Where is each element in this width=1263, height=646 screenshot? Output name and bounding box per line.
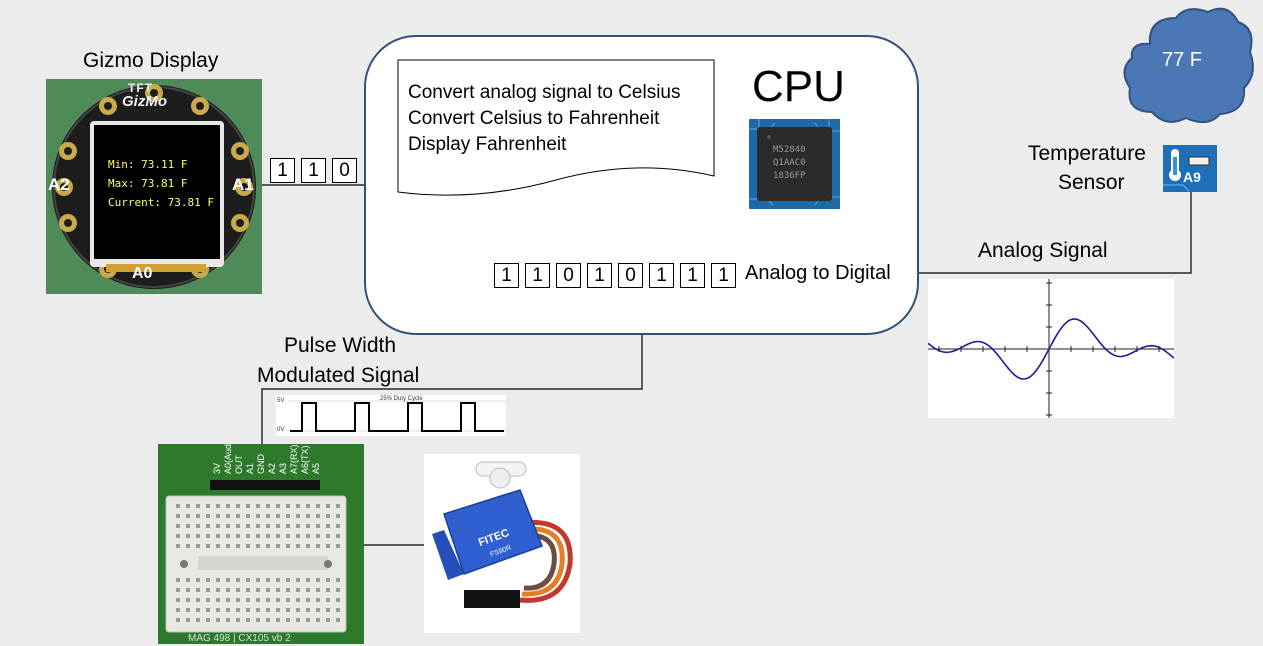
instruction-line: Convert Celsius to Fahrenheit bbox=[408, 108, 660, 129]
instruction-document-shape bbox=[397, 59, 715, 196]
breadboard-photo: 3V A0(Audio) OUT A1 GND A2 A3 A7(RX) A6(… bbox=[158, 444, 364, 644]
adc-label: Analog to Digital bbox=[745, 262, 891, 284]
pin-label: A0(Audio) bbox=[223, 444, 233, 474]
cpu-chip-photo: M52840 Q1AAC0 1836FP bbox=[749, 119, 840, 209]
pin-label: A3 bbox=[278, 462, 288, 474]
analog-signal-line bbox=[919, 192, 1192, 274]
pwm-y-high: 5V bbox=[277, 398, 285, 404]
gizmo-screen-text: Min: 73.11 F Max: 73.81 F Current: 73.81… bbox=[108, 155, 214, 212]
servo-photo: FITEC FS90R bbox=[424, 454, 580, 633]
display-bit: 1 bbox=[301, 158, 326, 183]
gizmo-screen-line-current: Current: 73.81 F bbox=[108, 196, 214, 209]
servo-graphic bbox=[432, 461, 573, 608]
gizmo-pad-label-right: A1 bbox=[232, 175, 254, 194]
gizmo-screen-line-min: Min: 73.11 F bbox=[108, 158, 188, 171]
pin-label: A1 bbox=[245, 462, 255, 474]
instruction-line: Convert analog signal to Celsius bbox=[408, 82, 681, 103]
cpu-chip-text: M52840 Q1AAC0 1836FP bbox=[773, 144, 806, 183]
pwm-waveform bbox=[290, 402, 504, 432]
adc-bit: 1 bbox=[711, 263, 736, 288]
breadboard-pin-labels: 3V A0(Audio) OUT A1 GND A2 A3 A7(RX) A6(… bbox=[210, 444, 322, 478]
temperature-cloud bbox=[1123, 7, 1254, 124]
analog-waveform-plot bbox=[927, 279, 1175, 418]
adc-bit: 0 bbox=[618, 263, 643, 288]
adc-bit: 0 bbox=[556, 263, 581, 288]
pin-label: A6(TX) bbox=[300, 445, 310, 474]
pin-label: 3V bbox=[212, 462, 222, 474]
sensor-label-line2: Sensor bbox=[1058, 171, 1125, 194]
pwm-chart-title: 25% Duty Cycle bbox=[380, 396, 423, 402]
breadboard-footer: MAG 498 | CX105 vb 2 bbox=[188, 633, 291, 644]
gizmo-board-graphic bbox=[46, 79, 262, 294]
pin-label: A2 bbox=[267, 462, 277, 474]
adc-bit: 1 bbox=[649, 263, 674, 288]
display-bit: 1 bbox=[270, 158, 295, 183]
instruction-line: Display Fahrenheit bbox=[408, 134, 567, 155]
gizmo-screen-line-max: Max: 73.81 F bbox=[108, 177, 188, 190]
sensor-photo: A9 bbox=[1163, 145, 1217, 192]
cpu-chip-traces bbox=[749, 119, 840, 206]
thermometer-icon bbox=[1163, 149, 1210, 192]
adc-bit: 1 bbox=[494, 263, 519, 288]
gizmo-brand-top: TFT bbox=[128, 81, 153, 95]
adc-bit: 1 bbox=[587, 263, 612, 288]
pin-label: GND bbox=[256, 454, 266, 474]
gizmo-brand: GizMo bbox=[122, 93, 167, 110]
pin-label: A5 bbox=[311, 462, 321, 474]
pin-label: A7(RX) bbox=[289, 444, 299, 474]
gizmo-board-photo: TFT GizMo A2 A1 A0 Min: 73.11 F Max: 73.… bbox=[46, 79, 262, 294]
sensor-label-line1: Temperature bbox=[1028, 142, 1146, 165]
cpu-instructions: Convert analog signal to Celsius Convert… bbox=[408, 80, 681, 158]
analog-waveform bbox=[927, 318, 1175, 380]
pwm-y-low: 0V bbox=[277, 427, 285, 433]
cpu-title: CPU bbox=[752, 62, 845, 111]
sensor-pad-label: A9 bbox=[1183, 169, 1201, 185]
analog-signal-label: Analog Signal bbox=[978, 239, 1108, 262]
gizmo-title: Gizmo Display bbox=[83, 49, 219, 72]
adc-bit: 1 bbox=[525, 263, 550, 288]
pwm-signal-line bbox=[261, 335, 643, 444]
pwm-waveform-plot bbox=[288, 400, 506, 432]
analog-signal-graph bbox=[927, 279, 1175, 418]
breadboard-graphic bbox=[165, 480, 347, 633]
chip-line: Q1AAC0 bbox=[773, 158, 806, 168]
adc-bit: 1 bbox=[680, 263, 705, 288]
chip-line: M52840 bbox=[773, 145, 806, 155]
gizmo-pad-label-bottom: A0 bbox=[132, 265, 153, 282]
pwm-label-line2: Modulated Signal bbox=[257, 364, 420, 387]
chip-line: 1836FP bbox=[773, 171, 806, 181]
gizmo-pad-label-left: A2 bbox=[48, 175, 70, 194]
cloud-temperature-text: 77 F bbox=[1162, 49, 1203, 71]
display-bit: 0 bbox=[332, 158, 357, 183]
pwm-chart: 25% Duty Cycle 5V 0V bbox=[276, 395, 506, 436]
pin-label: OUT bbox=[234, 455, 244, 474]
pwm-label-line1: Pulse Width bbox=[284, 334, 397, 357]
